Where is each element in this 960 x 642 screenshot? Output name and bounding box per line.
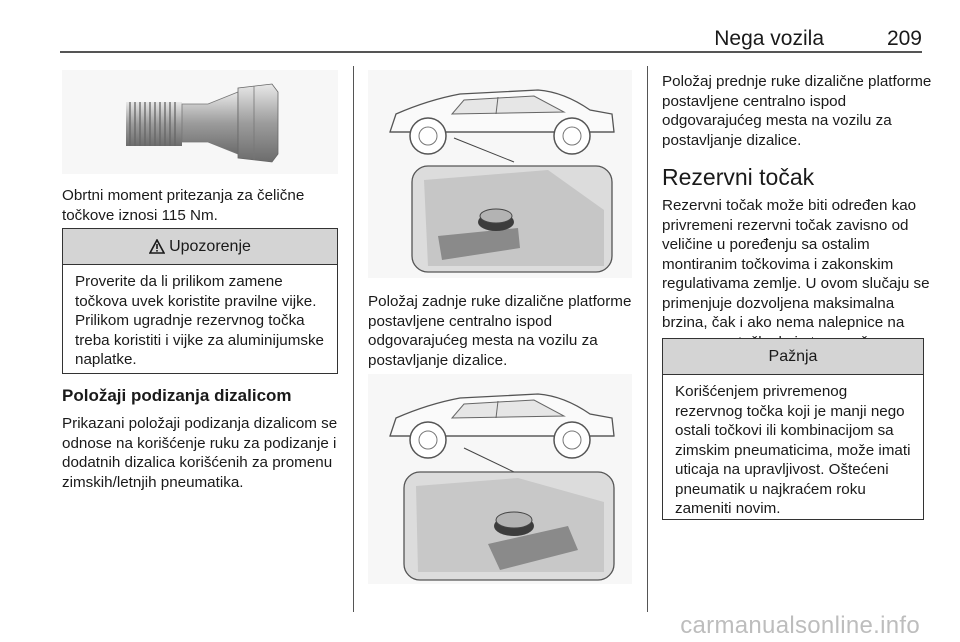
rear-lift-caption: Položaj zadnje ruke dizalične platforme …	[368, 293, 632, 369]
column-divider-left	[353, 66, 354, 612]
warning-title: Upozorenje	[169, 237, 251, 255]
watermark: carmanualsonline.info	[680, 612, 920, 639]
lifting-positions-heading: Položaji podizanja dizalicom	[62, 386, 292, 405]
page-number: 209	[886, 27, 922, 50]
column-divider-right	[647, 66, 648, 612]
warning-text: Proverite da li prilikom zamene točkova …	[75, 273, 324, 368]
front-lift-point-illustration	[368, 374, 632, 584]
spare-wheel-paragraph: Rezervni točak može biti određen kao pri…	[662, 197, 930, 351]
warning-triangle-icon	[149, 239, 166, 254]
notice-box: Pažnja Korišćenjem privremenog rezervnog…	[662, 338, 924, 520]
wheel-bolt-illustration	[62, 70, 338, 174]
warning-box: Upozorenje Proverite da li prilikom zame…	[62, 228, 338, 374]
rear-lift-point-illustration	[368, 70, 632, 278]
header-rule	[60, 51, 922, 53]
torque-caption: Obrtni moment pritezanja za čelične točk…	[62, 187, 305, 224]
section-title: Nega vozila	[714, 27, 824, 50]
lifting-positions-paragraph: Prikazani položaji podizanja dizalicom s…	[62, 415, 338, 491]
front-lift-caption: Položaj prednje ruke dizalične platforme…	[662, 73, 932, 149]
notice-title: Pažnja	[768, 347, 818, 365]
spare-wheel-heading: Rezervni točak	[662, 164, 815, 190]
warning-header: Upozorenje	[63, 229, 337, 265]
notice-text: Korišćenjem privremenog rezervnog točka …	[675, 383, 911, 517]
notice-header: Pažnja	[663, 339, 923, 375]
